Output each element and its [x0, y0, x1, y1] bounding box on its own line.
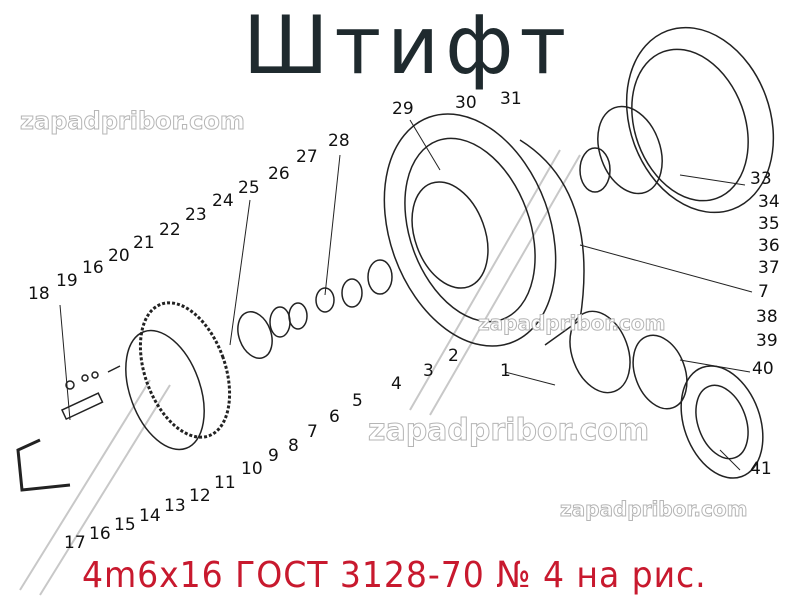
part-label: 16	[82, 258, 104, 278]
part-label: 14	[139, 506, 161, 526]
part-label: 31	[500, 89, 522, 109]
part-label: 40	[752, 359, 774, 379]
watermark: zapadpribor.com	[477, 311, 666, 335]
page-title: Штифт	[243, 0, 573, 92]
part-label: 19	[56, 271, 78, 291]
part-label: 33	[750, 169, 772, 189]
watermark-diagonal-shapes	[19, 149, 581, 596]
gear-and-plate	[125, 259, 393, 451]
part-label: 10	[241, 459, 263, 479]
part-label: 12	[189, 486, 211, 506]
watermark: zapadpribor.com	[367, 413, 650, 448]
part-label: 22	[159, 220, 181, 240]
part-label: 26	[268, 164, 290, 184]
part-label: 37	[758, 258, 780, 278]
part-label: 13	[164, 496, 186, 516]
part-label: 8	[288, 436, 299, 456]
watermark-diagonal	[409, 149, 581, 416]
o-rings	[569, 310, 688, 410]
part-label: 30	[455, 93, 477, 113]
part-label: 29	[392, 99, 414, 119]
part-label: 41	[750, 459, 772, 479]
watermark: zapadpribor.com	[20, 107, 246, 135]
part-label: 18	[28, 284, 50, 304]
part-label: 7	[758, 282, 769, 302]
part-label: 28	[328, 131, 350, 151]
part-label: 2	[448, 346, 459, 366]
part-label: 11	[214, 473, 236, 493]
part-label: 5	[352, 391, 363, 411]
part-label: 38	[756, 307, 778, 327]
part-label: 24	[212, 191, 234, 211]
watermark: zapadpribor.com	[559, 497, 748, 521]
part-label: 36	[758, 236, 780, 256]
part-label: 9	[268, 446, 279, 466]
part-label: 20	[108, 246, 130, 266]
watermark-diagonal	[19, 379, 171, 596]
part-label: 21	[133, 233, 155, 253]
part-label: 3	[423, 361, 434, 381]
bearing-assembly	[579, 105, 663, 195]
pipe-and-fittings	[16, 365, 121, 492]
part-caption: 4m6x16 ГОСТ 3128-70 № 4 на рис.	[82, 555, 707, 596]
part-label: 4	[391, 374, 402, 394]
flange-41	[680, 365, 764, 479]
part-label: 6	[329, 407, 340, 427]
housing	[383, 113, 585, 347]
part-label: 15	[114, 515, 136, 535]
cover-33	[625, 26, 775, 214]
part-label: 39	[756, 331, 778, 351]
part-label: 17	[64, 533, 86, 553]
part-label: 23	[185, 205, 207, 225]
part-label: 1	[500, 361, 511, 381]
part-label: 35	[758, 214, 780, 234]
part-label: 16	[89, 524, 111, 544]
leader-lines	[59, 119, 753, 471]
part-label: 25	[238, 178, 260, 198]
part-label: 27	[296, 147, 318, 167]
part-label: 7	[307, 422, 318, 442]
part-label: 34	[758, 192, 780, 212]
